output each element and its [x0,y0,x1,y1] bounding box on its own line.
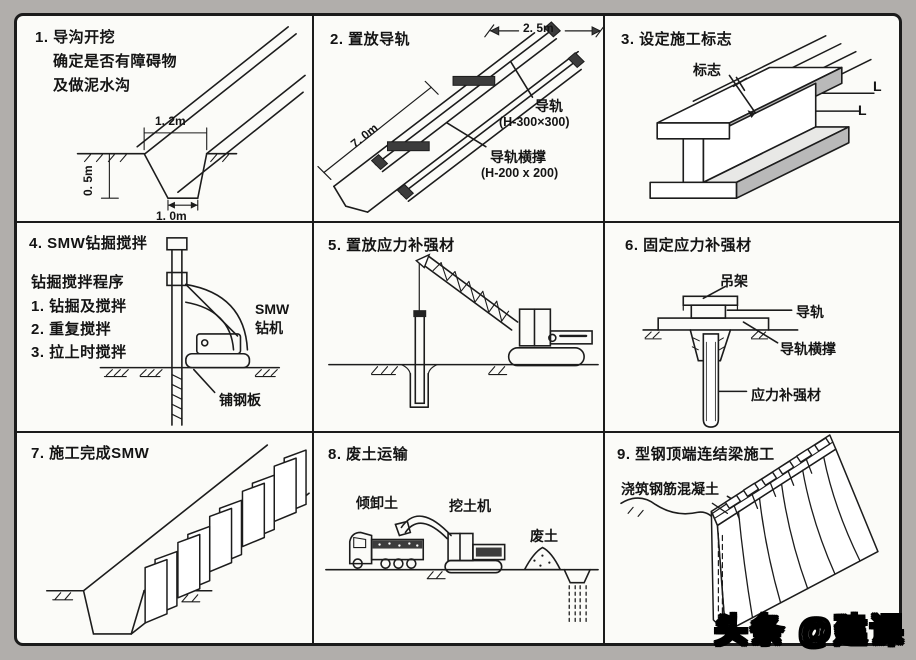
panel-4-title: 4. SMW钻掘搅拌 [29,235,148,252]
completed-wall-drawing [46,444,310,635]
panel-1-note-line-1: 确定是否有障碍物 [53,53,178,70]
concrete-pour-label: 浇筑钢筋混凝土 [621,481,719,497]
panel-1-guide-trench: 1. 导沟开挖 确定是否有障碍物 及做泥水沟 1. 2m 0. 5m 1. 0m [17,16,314,223]
rail-spec-label: (H-300×300) [499,115,570,129]
stress-member-label: 应力补强材 [751,387,821,403]
excavator-label: 挖土机 [449,498,491,514]
marker-beam-drawing [649,35,875,200]
panel-5-place-reinforcement: 5. 置放应力补强材 [314,223,605,433]
guide-rail-brace-label: 导轨横撑 [780,341,836,357]
smw-rig-label-line1: SMW [255,301,290,317]
procedure-step-2: 2. 重复搅拌 [31,321,112,338]
panel-1-title: 1. 导沟开挖 [35,29,116,46]
procedure-step-3: 3. 拉上时搅拌 [31,344,127,361]
panel-6-fix-reinforcement: 6. 固定应力补强材 吊架 导轨 导轨横撑 应力补强材 [605,223,899,433]
grid-l-bottom: L [858,102,867,118]
panel-4-drilling-mixing: 4. SMW钻掘搅拌 钻掘搅拌程序 1. 钻掘及搅拌 2. 重复搅拌 3. 拉上… [17,223,314,433]
procedure-heading: 钻掘搅拌程序 [31,274,125,291]
trench-excavation-drawing [76,26,306,211]
rail-brace-label: 导轨横撑 [490,149,546,165]
panel-7-completed-smw: 7. 施工完成SMW [17,433,314,643]
panel-2-title: 2. 置放导轨 [330,31,411,48]
fixing-detail-drawing [642,285,799,428]
smw-rig-label-line2: 钻机 [255,320,283,336]
crane-pile-drawing [328,253,599,409]
panel-8-waste-transport: 8. 废土运输 倾卸土 挖土机 废土 [314,433,605,643]
panel-9-title: 9. 型钢顶端连结梁施工 [617,446,775,463]
waste-soil-label: 废土 [530,528,558,544]
panel-3-title: 3. 设定施工标志 [621,31,733,48]
rail-label: 导轨 [535,98,563,114]
panel-9-capping-beam: 9. 型钢顶端连结梁施工 浇筑钢筋混凝土 [605,433,899,643]
trench-top-width-dim: 1. 2m [155,114,186,128]
mark-label: 标志 [693,62,721,78]
guide-rail-label: 导轨 [796,304,824,320]
rail-brace-spec-label: (H-200 x 200) [481,166,559,180]
panel-1-note-line-2: 及做泥水沟 [53,77,131,94]
rail-span-dim: 2. 5m [523,21,554,35]
panel-6-title: 6. 固定应力补强材 [625,237,752,254]
diagram-frame: 1. 导沟开挖 确定是否有障碍物 及做泥水沟 1. 2m 0. 5m 1. 0m [14,13,902,646]
hanger-label: 吊架 [720,273,748,289]
capping-beam-drawing [620,434,879,633]
procedure-step-1: 1. 钻掘及搅拌 [31,298,127,315]
guide-rails-drawing [317,21,603,213]
dump-truck-label: 倾卸土 [356,495,398,511]
watermark: 头条 @建课 [713,611,906,651]
trench-bottom-width-dim: 1. 0m [156,209,187,223]
steel-plate-label: 铺钢板 [219,392,261,408]
smw-drill-rig-drawing [99,237,281,426]
trench-depth-dim: 0. 5m [81,165,95,196]
panel-7-title: 7. 施工完成SMW [31,445,150,462]
panel-2-guide-rails: 2. 置放导轨 2. 5m 7. 0m 导轨 (H-300×300) 导轨横撑 … [314,16,605,223]
panel-5-title: 5. 置放应力补强材 [328,237,455,254]
grid-l-top: L [873,78,882,94]
panel-3-construction-marks: 3. 设定施工标志 标志 L L [605,16,899,223]
soil-transport-drawing [325,515,599,623]
panel-8-title: 8. 废土运输 [328,446,409,463]
